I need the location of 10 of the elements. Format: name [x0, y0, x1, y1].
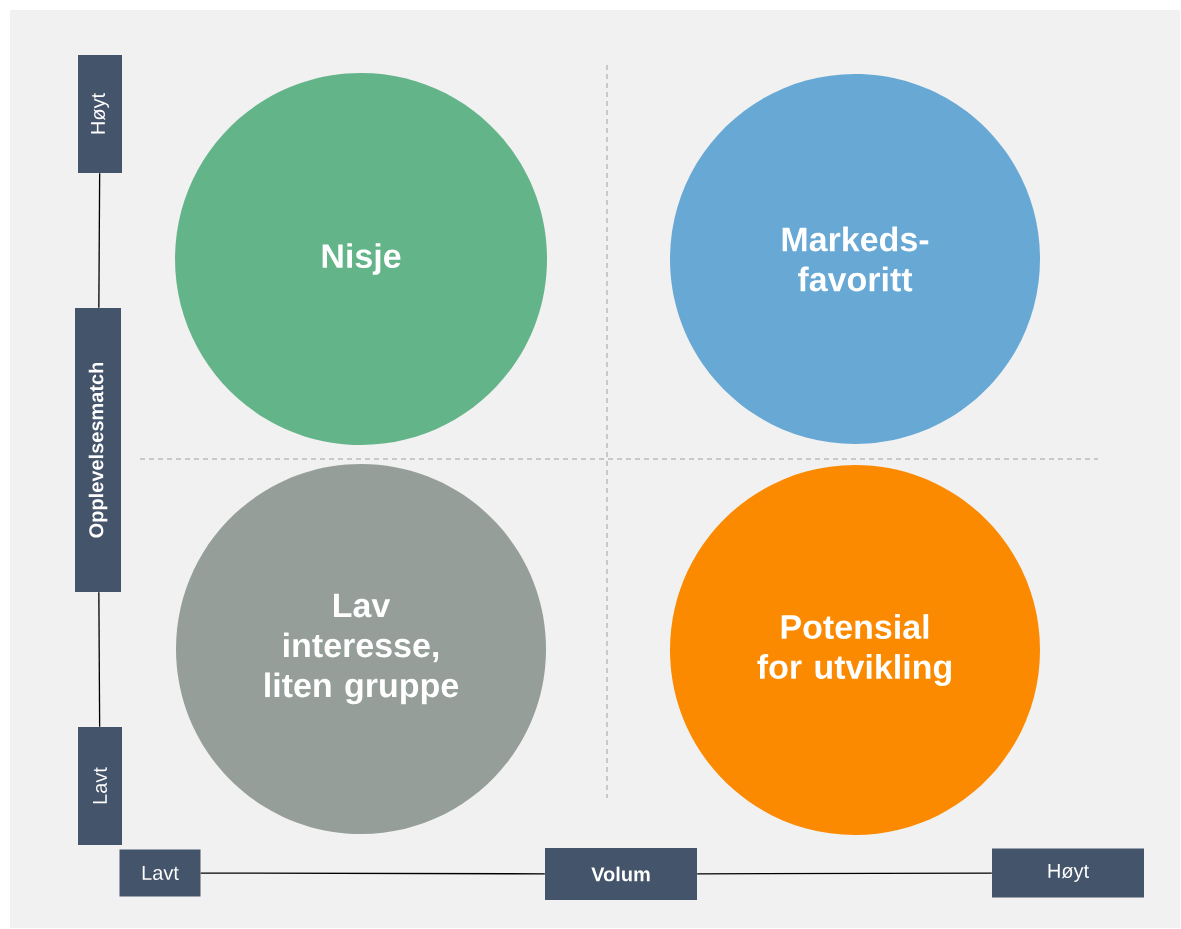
axis-line	[98, 172, 101, 309]
axis-line	[696, 872, 993, 875]
axis-label-box: Volum	[545, 848, 697, 900]
axis-label-box: Opplevelsesmatch	[75, 308, 121, 592]
axis-label-box: Høyt	[78, 55, 122, 173]
axis-label-box: Lavt	[78, 727, 122, 845]
axis-label-box: Høyt	[992, 848, 1144, 898]
axis-line	[98, 591, 101, 728]
axis-line	[200, 872, 546, 875]
axis-label-box: Lavt	[119, 849, 201, 897]
